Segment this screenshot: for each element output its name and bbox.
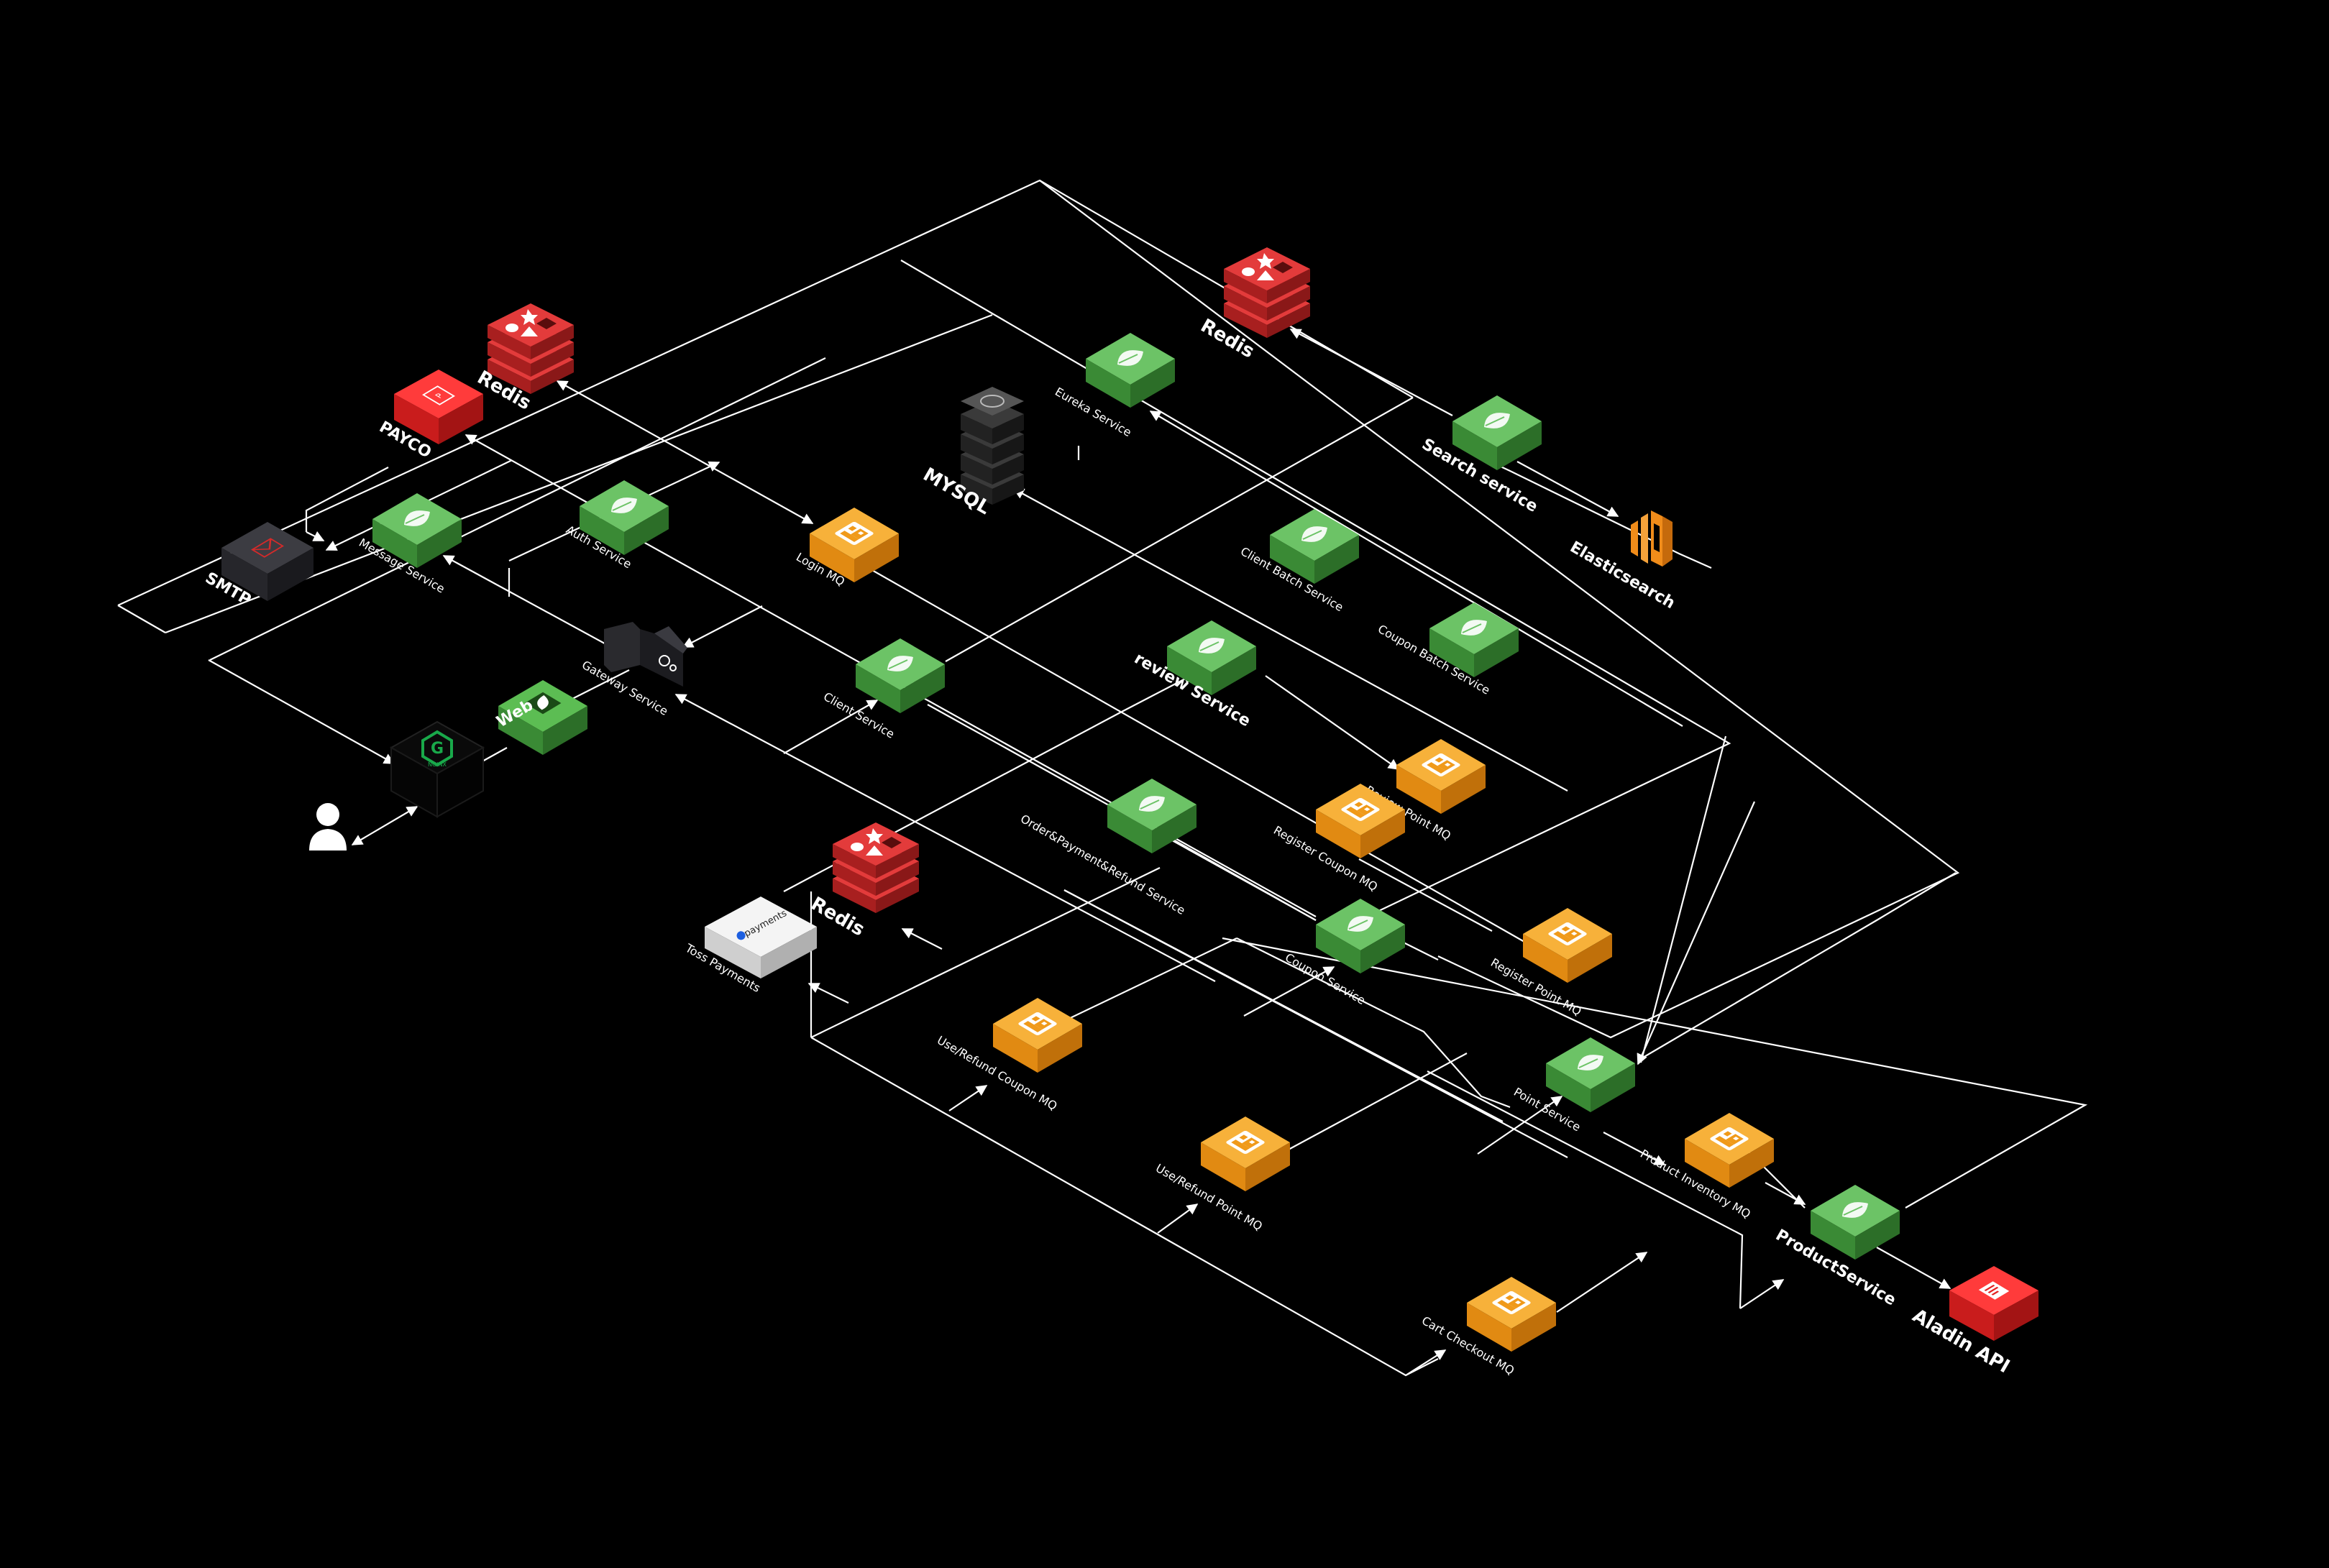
svg-text:P: P <box>433 392 446 400</box>
user-icon <box>309 803 347 851</box>
spring-icon <box>1085 332 1176 408</box>
point-service-node[interactable] <box>1545 1037 1636 1113</box>
rabbitmq-icon <box>1467 1277 1556 1352</box>
nginx-node[interactable]: G NGINX <box>389 720 485 818</box>
spring-icon <box>1545 1037 1636 1113</box>
user-node[interactable] <box>309 803 347 851</box>
aladin-icon <box>1978 1281 2010 1300</box>
web-node[interactable] <box>498 680 587 755</box>
register-point-mq-node[interactable] <box>1523 908 1612 983</box>
coupon-service-node[interactable] <box>1315 898 1406 974</box>
svg-text:G: G <box>431 740 444 758</box>
nginx-icon: G <box>421 730 453 767</box>
elasticsearch-node[interactable] <box>1631 510 1673 567</box>
review-point-mq-node[interactable] <box>1396 739 1486 814</box>
nginx-label: NGINX <box>428 761 447 768</box>
rabbitmq-icon <box>1201 1117 1290 1191</box>
redis-bottom-node[interactable] <box>833 822 919 913</box>
spring-icon <box>1315 898 1406 974</box>
eureka-node[interactable] <box>1085 332 1176 408</box>
redis-icon <box>1224 247 1310 338</box>
gateway-icon <box>604 622 687 687</box>
aladin-api-node[interactable] <box>1949 1266 2039 1341</box>
database-icon <box>961 387 1024 505</box>
toss-payments-node[interactable]: payments <box>705 897 817 978</box>
product-inventory-mq-node[interactable] <box>1685 1113 1774 1188</box>
rabbitmq-icon <box>993 998 1082 1073</box>
use-refund-point-mq-node[interactable] <box>1201 1117 1290 1191</box>
product-service-node[interactable] <box>1810 1184 1900 1260</box>
smtp-node[interactable] <box>221 522 314 601</box>
use-refund-coupon-mq-node[interactable] <box>993 998 1082 1073</box>
payco-node[interactable]: P <box>394 370 483 444</box>
mysql-node[interactable] <box>961 387 1024 505</box>
rabbitmq-icon <box>1685 1113 1774 1188</box>
elasticsearch-icon <box>1631 510 1673 567</box>
payco-icon: P <box>422 385 455 405</box>
redis-top-node[interactable] <box>1224 247 1310 338</box>
cart-checkout-mq-node[interactable] <box>1467 1277 1556 1352</box>
mail-icon <box>251 538 284 558</box>
rabbitmq-icon <box>1396 739 1486 814</box>
spring-icon <box>1810 1184 1900 1260</box>
gateway-service-node[interactable] <box>604 622 687 687</box>
rabbitmq-icon <box>1523 908 1612 983</box>
redis-icon <box>833 822 919 913</box>
